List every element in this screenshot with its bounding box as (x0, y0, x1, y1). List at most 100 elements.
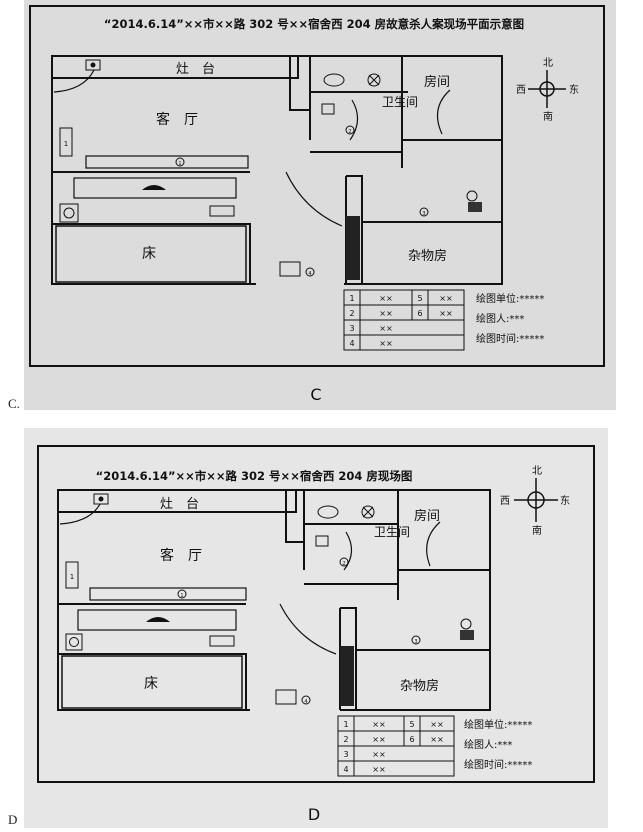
circle-4: 4 (308, 271, 311, 277)
drain-icon (367, 73, 381, 87)
legend-unit: 绘图单位:***** (476, 292, 544, 305)
room-bathroom: 卫生间 (374, 525, 410, 539)
compass-south: 南 (532, 524, 542, 537)
legend-cell: 4 (343, 765, 348, 774)
small-rect (279, 261, 301, 277)
rect-1 (65, 561, 79, 589)
legend-cell: 1 (343, 720, 348, 729)
sink (317, 505, 339, 519)
doors (53, 69, 451, 227)
room-bed: 床 (142, 246, 156, 262)
doors (59, 503, 441, 655)
compass: 北 南 西 东 (500, 465, 570, 537)
legend-cell: ×× (379, 294, 392, 303)
room-bathroom: 卫生间 (382, 95, 418, 109)
legend-cell: 3 (343, 750, 348, 759)
object-box (468, 202, 482, 212)
compass-west: 西 (500, 496, 510, 507)
stool-icon (460, 618, 472, 630)
legend-cell: ×× (379, 309, 392, 318)
room-stove: 灶 台 (176, 62, 215, 77)
plan-title: “2014.6.14”××市××路 302 号××宿舍西 204 房现场图 (96, 469, 413, 483)
circle-1: 1 (178, 161, 181, 167)
side-label-d: D (8, 812, 18, 827)
panel-c: “2014.6.14”××市××路 302 号××宿舍西 204 房故意杀人案现… (24, 0, 616, 410)
floor-plan-c: “2014.6.14”××市××路 302 号××宿舍西 204 房故意杀人案现… (29, 5, 605, 404)
legend-time: 绘图时间:***** (464, 758, 532, 771)
frame (29, 5, 605, 367)
dark-bar (346, 216, 360, 280)
legend-cell: ×× (439, 294, 452, 303)
circle-4: 4 (304, 699, 307, 705)
circle-3: 3 (414, 639, 417, 645)
sofa (77, 609, 237, 631)
legend-cell: ×× (379, 324, 392, 333)
dark-bar (340, 646, 354, 706)
bed-outline (61, 655, 243, 709)
legend-cell: 2 (343, 735, 348, 744)
legend-time: 绘图时间:***** (476, 332, 544, 345)
caption-d: D (308, 805, 320, 824)
compass-south: 南 (543, 110, 553, 123)
compass: 北 南 西 东 (516, 57, 579, 123)
small-box (209, 635, 235, 647)
object-box (460, 630, 474, 640)
legend-cell: ×× (439, 309, 452, 318)
sink (323, 73, 345, 87)
plan-title: “2014.6.14”××市××路 302 号××宿舍西 204 房故意杀人案现… (104, 17, 524, 31)
circle-3: 3 (422, 211, 425, 217)
legend-table (337, 715, 455, 777)
frame (37, 445, 595, 783)
panel-d: “2014.6.14”××市××路 302 号××宿舍西 204 房现场图 床 (24, 428, 608, 828)
stove-box (93, 493, 109, 505)
side-label-c: C. (8, 396, 20, 411)
hatched-box (65, 633, 83, 651)
legend-cell: ×× (379, 339, 392, 348)
room-bedroom: 房间 (424, 74, 450, 90)
stove-box (85, 59, 101, 71)
table (89, 587, 247, 601)
legend-cell: ×× (372, 735, 385, 744)
room-living: 客 厅 (156, 111, 198, 128)
walls (57, 489, 491, 711)
stool-icon (466, 190, 478, 202)
circle-2: 2 (342, 561, 345, 567)
legend-cell: 5 (409, 720, 414, 729)
room-stove: 灶 台 (160, 497, 199, 512)
rect-1-label: 1 (70, 573, 74, 581)
legend-cell: ×× (372, 720, 385, 729)
legend-cell: ×× (430, 720, 443, 729)
legend-author: 绘图人:*** (464, 738, 512, 751)
small-box (209, 205, 235, 217)
compass-north: 北 (543, 57, 553, 69)
legend-cell: 6 (417, 309, 422, 318)
body-mark (142, 185, 166, 190)
room-bedroom: 房间 (414, 508, 440, 524)
legend-cell: 1 (349, 294, 354, 303)
legend-cell: ×× (430, 735, 443, 744)
legend-cell: 4 (349, 339, 354, 348)
compass-east: 东 (560, 494, 570, 507)
rect-1 (59, 127, 73, 157)
compass-east: 东 (569, 83, 579, 96)
legend-cell: 3 (349, 324, 354, 333)
compass-west: 西 (516, 85, 526, 96)
circle-2: 2 (348, 129, 351, 135)
legend-cell: ×× (372, 750, 385, 759)
floor-plan-d: “2014.6.14”××市××路 302 号××宿舍西 204 房现场图 床 (37, 445, 595, 824)
rect-1-label: 1 (64, 140, 68, 148)
bed-outline (55, 225, 247, 283)
toilet (321, 103, 335, 115)
toilet (315, 535, 329, 547)
sofa (73, 177, 237, 199)
legend-table (343, 289, 465, 351)
legend-cell: 2 (349, 309, 354, 318)
numbered-circles (177, 557, 421, 705)
compass-north: 北 (532, 465, 542, 477)
room-storage: 杂物房 (400, 678, 439, 694)
table (85, 155, 249, 169)
legend-cell: ×× (372, 765, 385, 774)
hatched-box (59, 203, 79, 223)
drain-icon (361, 505, 375, 519)
legend-author: 绘图人:*** (476, 312, 524, 325)
